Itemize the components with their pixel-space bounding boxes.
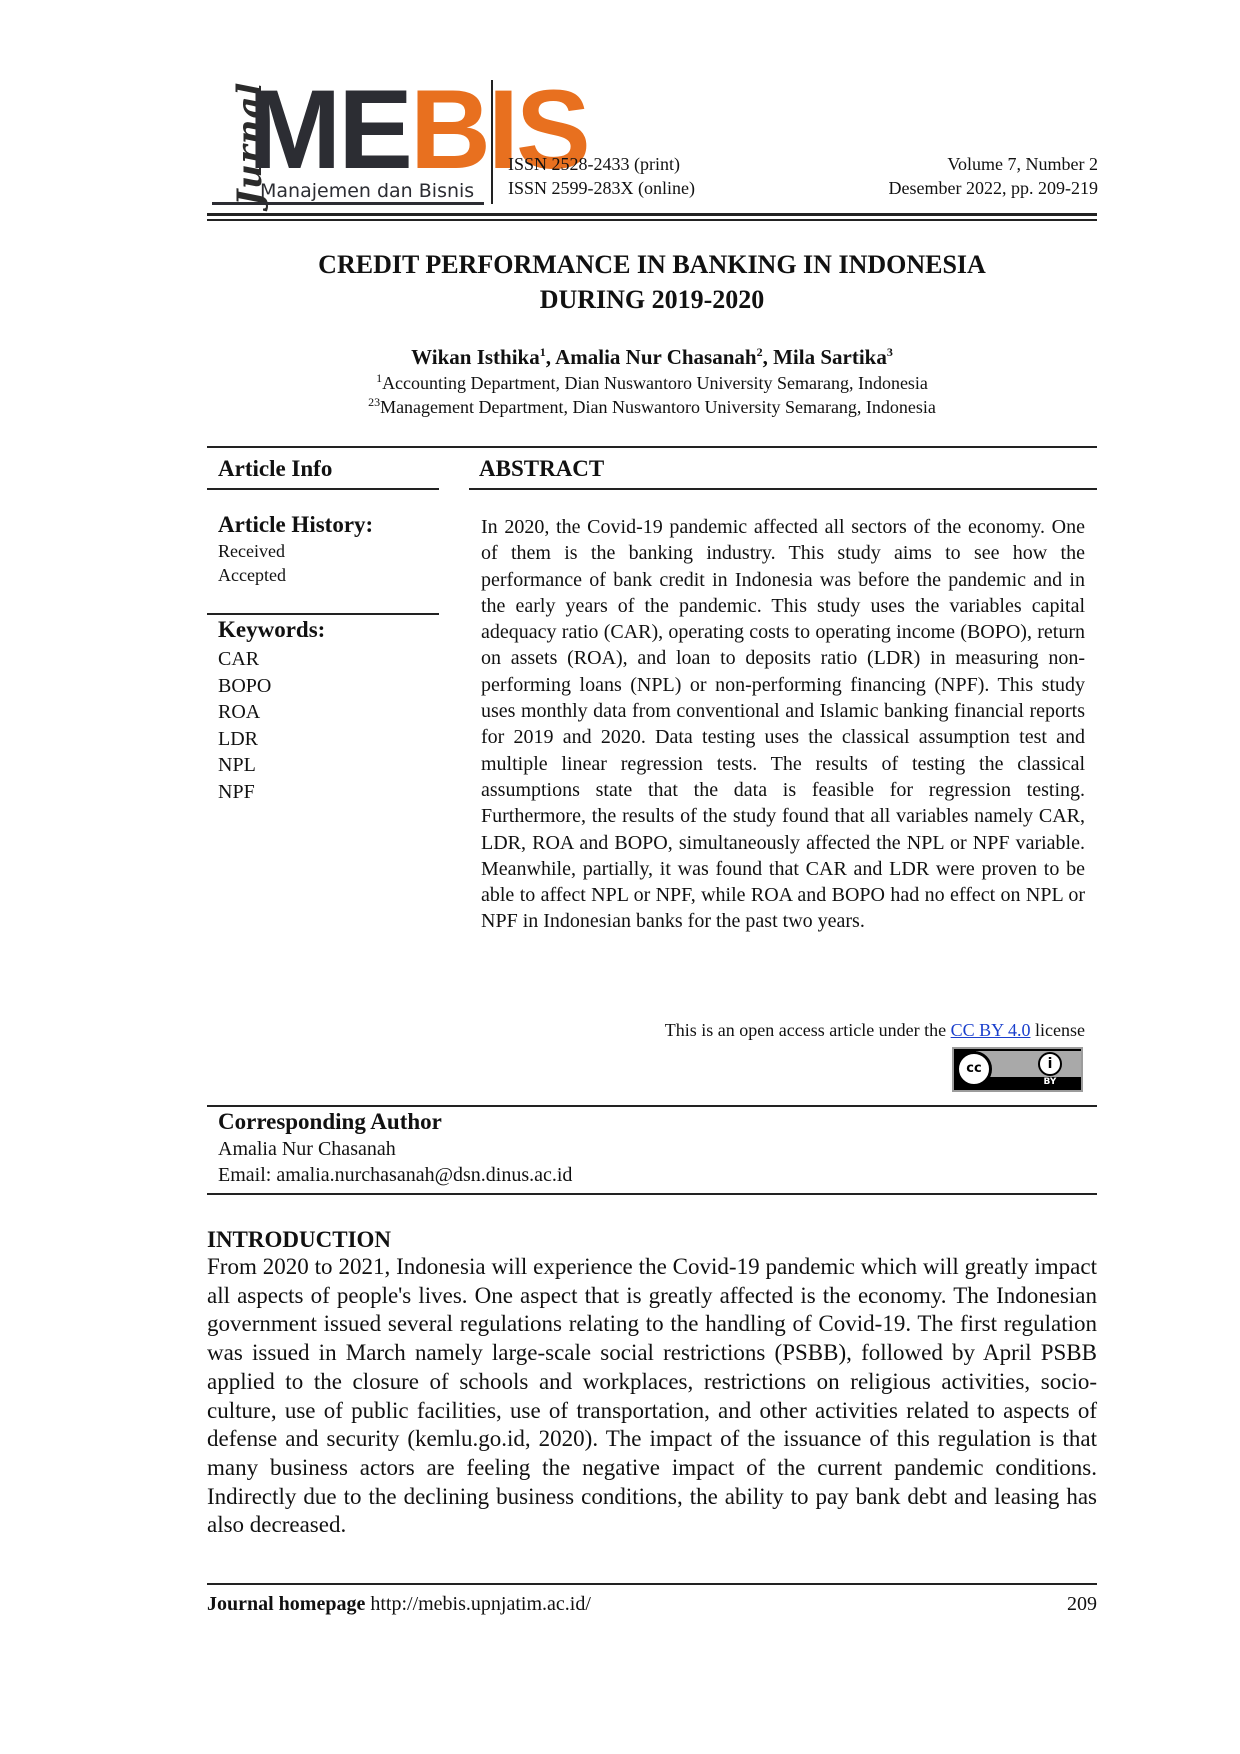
title-line-1: CREDIT PERFORMANCE IN BANKING IN INDONES…	[318, 250, 986, 279]
author-sup: 3	[886, 345, 893, 359]
corresponding-email: Email: amalia.nurchasanah@dsn.dinus.ac.i…	[218, 1164, 573, 1186]
homepage-label: Journal homepage	[207, 1593, 366, 1615]
affiliation-text: Accounting Department, Dian Nuswantoro U…	[382, 373, 928, 393]
keyword-item: BOPO	[218, 674, 272, 697]
article-info-heading: Article Info	[218, 456, 333, 481]
article-history-heading: Article History:	[218, 512, 374, 537]
logo-me: ME	[248, 67, 413, 192]
header-rule-bottom	[207, 219, 1097, 221]
cc-icon: cc	[956, 1051, 992, 1087]
corresponding-rule-top	[207, 1105, 1097, 1107]
header-rule-top	[207, 213, 1097, 216]
info-rule-top	[207, 446, 1097, 448]
corresponding-heading: Corresponding Author	[218, 1109, 442, 1134]
footer-rule	[207, 1583, 1097, 1585]
journal-homepage: Journal homepage http://mebis.upnjatim.a…	[207, 1591, 591, 1617]
keyword-item: NPL	[218, 754, 256, 776]
abstract-body: In 2020, the Covid-19 pandemic affected …	[481, 516, 1085, 933]
by-label: BY	[1043, 1077, 1057, 1087]
journal-logo: Jurnal MEBIS Manajemen dan Bisnis	[208, 74, 591, 206]
attribution-icon: i	[1038, 1052, 1062, 1076]
issue-date-pages: Desember 2022, pp. 209-219	[888, 178, 1098, 198]
author-sup: 1	[539, 345, 546, 359]
keyword-item: ROA	[218, 701, 261, 723]
keywords-list: CAR BOPO ROA LDR NPL NPF	[218, 646, 271, 805]
logo-bis: BIS	[410, 67, 591, 192]
affiliation-2: 23Management Department, Dian Nuswantoro…	[207, 395, 1097, 419]
affiliation-sup: 1	[376, 371, 383, 385]
volume-number: Volume 7, Number 2	[947, 154, 1098, 174]
license-prefix: This is an open access article under the	[664, 1020, 951, 1040]
author-sep: ,	[762, 345, 774, 369]
abstract-heading: ABSTRACT	[479, 456, 605, 481]
received-label: Received	[218, 541, 285, 561]
affiliation-1: 1Accounting Department, Dian Nuswantoro …	[207, 371, 1097, 395]
keywords-rule	[207, 613, 439, 615]
corresponding-rule-bottom	[207, 1193, 1097, 1195]
page-number: 209	[1067, 1593, 1097, 1615]
volume-block: Volume 7, Number 2 Desember 2022, pp. 20…	[889, 152, 1098, 200]
logo-wordmark: MEBIS	[248, 74, 591, 186]
keywords-heading: Keywords:	[218, 617, 326, 642]
keyword-item: LDR	[218, 727, 258, 750]
license-link[interactable]: CC BY 4.0	[950, 1020, 1031, 1040]
issn-online: ISSN 2599-283X (online)	[508, 178, 695, 198]
cc-by-badge-icon[interactable]: cc i BY	[952, 1047, 1083, 1092]
author-name: Amalia Nur Chasanah	[555, 345, 757, 369]
keyword-item: CAR	[218, 648, 260, 670]
author-sep: ,	[545, 345, 556, 369]
affiliation-text: Management Department, Dian Nuswantoro U…	[380, 397, 936, 417]
homepage-url: http://mebis.upnjatim.ac.id/	[365, 1593, 591, 1615]
abstract-rule	[469, 488, 1097, 490]
issn-block: ISSN 2528-2433 (print) ISSN 2599-283X (o…	[508, 152, 695, 200]
info-rule-left	[207, 488, 439, 490]
affiliation-sup: 23	[368, 395, 381, 409]
author-sup: 2	[756, 345, 763, 359]
introduction-body: From 2020 to 2021, Indonesia will experi…	[207, 1254, 1097, 1538]
author-list: Wikan Isthika1, Amalia Nur Chasanah2, Mi…	[207, 343, 1097, 371]
title-line-2: DURING 2019-2020	[539, 285, 765, 314]
license-suffix: license	[1030, 1020, 1085, 1040]
cc-badge-band	[976, 1051, 1081, 1077]
license-statement: This is an open access article under the…	[665, 1018, 1085, 1042]
author-name: Mila Sartika	[773, 345, 887, 369]
issn-print: ISSN 2528-2433 (print)	[508, 154, 680, 174]
accepted-label: Accepted	[218, 565, 286, 585]
introduction-heading: INTRODUCTION	[207, 1227, 392, 1252]
author-name: Wikan Isthika	[411, 345, 540, 369]
corresponding-name: Amalia Nur Chasanah	[218, 1138, 396, 1160]
logo-subtitle: Manajemen dan Bisnis	[260, 180, 475, 202]
keyword-item: NPF	[218, 780, 255, 803]
logo-underline	[212, 202, 484, 205]
article-title: CREDIT PERFORMANCE IN BANKING IN INDONES…	[207, 247, 1097, 317]
header-divider	[491, 80, 493, 204]
